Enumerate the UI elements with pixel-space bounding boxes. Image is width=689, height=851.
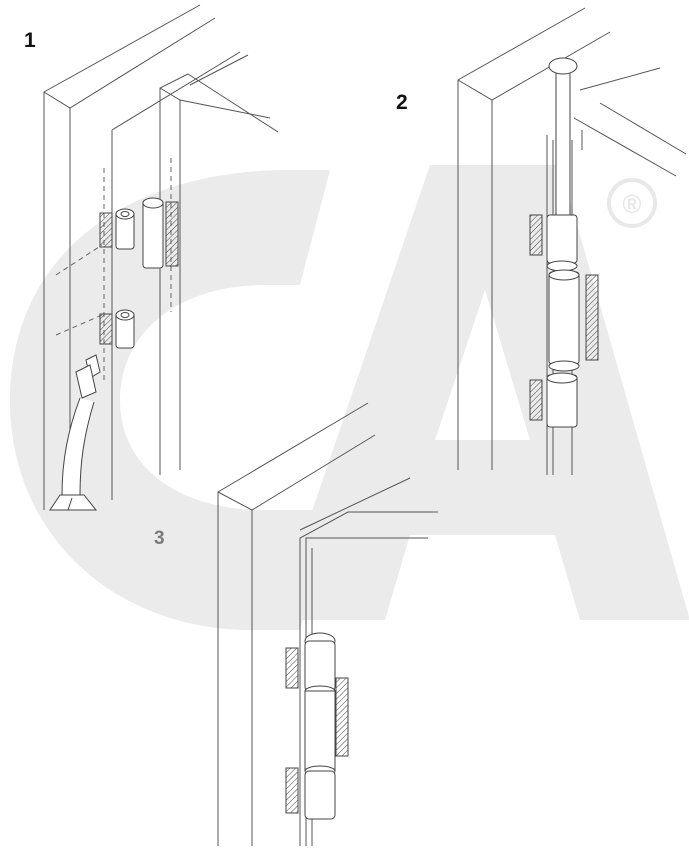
frame-front-top — [44, 18, 215, 108]
step-1-label: 1 — [24, 29, 36, 52]
assembled-hinge-upper-knuckle — [530, 215, 577, 271]
sash-top-back — [188, 74, 278, 132]
step-3-illustration — [218, 403, 438, 846]
sash-hinge-part — [143, 198, 178, 268]
frame-hinge-part-upper — [100, 209, 134, 249]
sash-top-front — [160, 88, 270, 118]
hinge-pin — [549, 58, 577, 218]
watermark-registered-mark: ® — [622, 189, 641, 219]
frame2-front-top — [458, 32, 610, 100]
frame-rebate-top — [112, 52, 240, 130]
installed-hinge-upper-knuckle — [286, 641, 335, 696]
frame2-rebate-top — [580, 68, 660, 90]
watermark-registered-circle — [607, 178, 657, 228]
step-2-illustration — [458, 8, 686, 475]
frame3-rebate-edge — [300, 512, 438, 846]
frame2-sash-top — [574, 118, 676, 176]
assembled-hinge-middle-knuckle — [549, 270, 598, 371]
frame2-sash-top-2 — [600, 103, 686, 154]
frame3-rebate-top — [300, 478, 410, 530]
frame-hinge-part-lower — [100, 310, 134, 348]
installed-hinge-lower-knuckle — [286, 768, 335, 819]
step-3-label: 3 — [154, 528, 165, 549]
watermark-letter-c — [10, 170, 330, 630]
step-1-illustration — [44, 5, 278, 510]
frame-rebate-top-2 — [190, 55, 248, 85]
assembled-hinge-lower-knuckle — [530, 373, 577, 427]
drill-tool — [50, 355, 100, 510]
step-2-label: 2 — [396, 91, 408, 114]
watermark-letter-a — [275, 165, 689, 620]
installed-hinge-middle-knuckle — [305, 678, 348, 776]
